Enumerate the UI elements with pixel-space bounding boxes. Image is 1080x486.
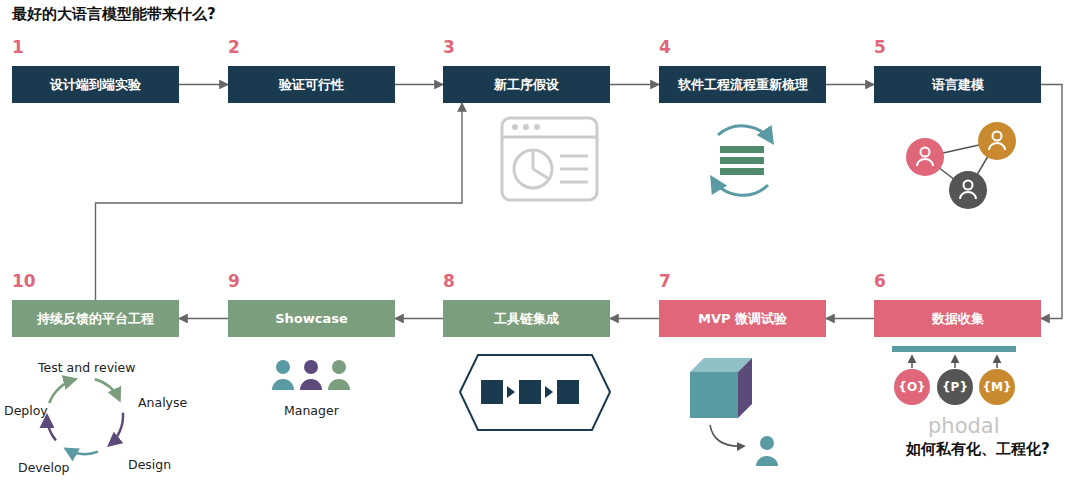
note-label: Design <box>128 457 171 472</box>
circle-label: {P} <box>942 380 968 394</box>
circle-label: {O} <box>898 380 925 394</box>
step-number: 2 <box>228 37 240 57</box>
note-label: Analyse <box>138 395 187 410</box>
flow-arrow <box>395 84 443 85</box>
step-number: 10 <box>12 271 36 291</box>
step-label: 语言建模 <box>932 76 984 94</box>
dev-cycle <box>47 379 123 454</box>
process-box: 6数据收集 <box>874 300 1041 337</box>
step-label: 软件工程流程重新梳理 <box>678 76 808 94</box>
step-label: 工具链集成 <box>494 310 559 328</box>
step-number: 4 <box>659 37 671 57</box>
step-label: 设计端到端实验 <box>50 76 141 94</box>
flow-arrow <box>610 84 659 85</box>
note-label: Deploy <box>4 403 48 418</box>
process-box: 5语言建模 <box>874 66 1041 103</box>
dashboard-icon <box>502 118 597 200</box>
process-box: 9Showcase <box>228 300 395 337</box>
step-number: 3 <box>443 37 455 57</box>
flow-arrow <box>826 318 874 319</box>
step-number: 7 <box>659 271 671 291</box>
step-label: Showcase <box>275 311 348 326</box>
process-box: 10持续反馈的平台工程 <box>12 300 179 337</box>
step-label: 持续反馈的平台工程 <box>37 310 154 328</box>
data-circle: {O} <box>890 369 934 405</box>
step-label: 新工序假设 <box>494 76 559 94</box>
flow-arrow <box>826 84 874 85</box>
data-circle: {M} <box>974 369 1020 405</box>
flow-arrow <box>610 318 659 319</box>
note-label: 如何私有化、工程化? <box>906 440 1050 459</box>
process-box: 3新工序假设 <box>443 66 610 103</box>
note-label: Test and review <box>38 360 135 375</box>
model-cube <box>690 358 778 466</box>
flow-arrow <box>395 318 443 319</box>
process-box: 2验证可行性 <box>228 66 395 103</box>
step-label: 验证可行性 <box>279 76 344 94</box>
step-number: 6 <box>874 271 886 291</box>
process-box: 8工具链集成 <box>443 300 610 337</box>
note-label: Manager <box>284 403 339 418</box>
step-label: MVP 微调试验 <box>698 310 787 328</box>
data-bar <box>892 346 1016 368</box>
manager-icon <box>272 360 350 390</box>
process-box: 7MVP 微调试验 <box>659 300 826 337</box>
diagram-title: 最好的大语言模型能带来什么? <box>12 5 216 24</box>
step-number: 9 <box>228 271 240 291</box>
toolchain-icon <box>460 355 610 430</box>
step-number: 5 <box>874 37 886 57</box>
flow-arrow <box>179 318 228 319</box>
circle-label: {M} <box>982 380 1011 394</box>
note-label: Develop <box>18 460 69 475</box>
step-number: 8 <box>443 271 455 291</box>
step-number: 1 <box>12 37 24 57</box>
step-label: 数据收集 <box>932 310 984 328</box>
network-icon <box>906 122 1016 209</box>
process-box: 1设计端到端实验 <box>12 66 179 103</box>
process-box: 4软件工程流程重新梳理 <box>659 66 826 103</box>
flow-arrow <box>1041 85 1062 319</box>
watermark: phodal <box>928 414 1000 438</box>
refresh-icon <box>712 126 772 195</box>
data-circle: {P} <box>934 369 976 405</box>
flow-arrow <box>96 103 463 300</box>
flow-arrow <box>179 84 228 85</box>
